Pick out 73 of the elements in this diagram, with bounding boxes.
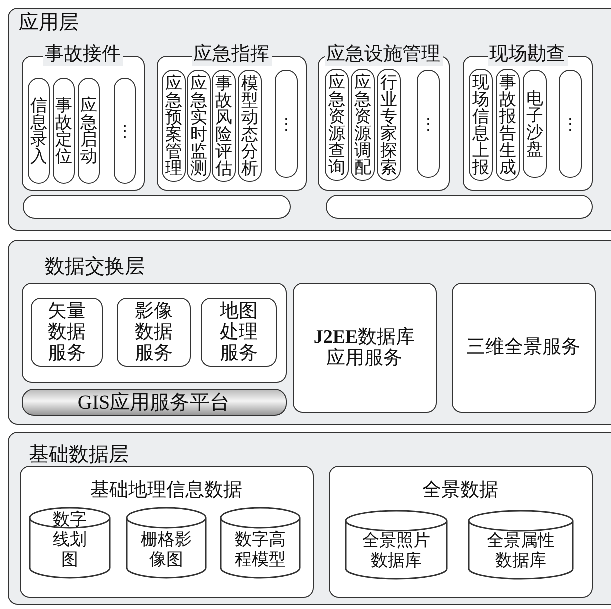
function-pill xyxy=(28,78,50,184)
platform-bar xyxy=(22,388,286,416)
node-label: 矢量数据服务 xyxy=(47,301,87,364)
service-box xyxy=(292,282,436,412)
node-label: 应急资源查询 xyxy=(328,74,346,176)
node-label: 现场信息上报 xyxy=(472,74,490,176)
node-label: 事故报告生成 xyxy=(499,74,517,176)
function-pill xyxy=(114,78,136,184)
layer-panel xyxy=(8,8,611,231)
node-label: 事故定位 xyxy=(55,97,73,165)
service-box xyxy=(31,298,103,367)
service-box xyxy=(117,298,191,367)
function-pill xyxy=(238,70,262,182)
module-heading: 应急指挥 xyxy=(192,44,272,66)
function-pill xyxy=(78,78,100,184)
function-pill xyxy=(162,70,186,182)
database-cylinder xyxy=(126,507,207,579)
function-pill xyxy=(559,70,582,178)
module-heading: 事故接件 xyxy=(43,44,123,66)
platform-bar xyxy=(326,194,592,218)
node-label: 全景属性数据库 xyxy=(486,531,556,571)
database-cylinder xyxy=(468,510,574,580)
node-label: 三维全景服务 xyxy=(466,337,582,358)
node-label: 事故风险评估 xyxy=(215,75,233,177)
database-cylinder xyxy=(29,507,111,579)
platform-bar xyxy=(22,194,290,218)
group-heading: 基础地理信息数据 xyxy=(90,478,244,502)
layer-title: 基础数据层 xyxy=(29,443,129,468)
node-label: ⋮ xyxy=(116,122,134,140)
node-label: ⋮ xyxy=(420,116,438,132)
layer-title: 数据交换层 xyxy=(45,255,145,280)
node-label: 应急资源调配 xyxy=(354,74,372,176)
node-label: 地图处理服务 xyxy=(219,301,259,364)
module-heading: 现场勘查 xyxy=(488,44,568,66)
function-pill xyxy=(53,78,75,184)
module-box xyxy=(20,466,314,598)
module-heading: 应急设施管理 xyxy=(324,44,442,66)
database-cylinder xyxy=(220,507,301,579)
function-pill xyxy=(377,69,401,181)
node-label: 应急预案管理 xyxy=(165,75,183,177)
function-pill xyxy=(275,70,298,178)
group-heading: 全景数据 xyxy=(422,478,500,502)
service-box xyxy=(452,282,596,412)
function-pill xyxy=(351,69,375,181)
node-label: 电子沙盘 xyxy=(526,90,544,158)
node-label: 模型动态分析 xyxy=(241,75,259,177)
function-pill xyxy=(417,70,440,178)
node-label: J2EE数据库应用服务 xyxy=(312,326,416,368)
node-label: 数字线划图 xyxy=(52,510,88,570)
node-label: ⋮ xyxy=(562,116,580,132)
node-label: 信息录入 xyxy=(30,97,48,165)
layer-title: 应用层 xyxy=(19,11,79,36)
function-pill xyxy=(523,70,547,178)
layer-panel xyxy=(8,240,611,425)
function-pill xyxy=(496,69,520,181)
node-label: 数字高程模型 xyxy=(234,530,287,570)
node-label: 行业专家探索 xyxy=(380,74,398,176)
node-label: GIS应用服务平台 xyxy=(78,390,230,416)
module-box xyxy=(328,466,592,598)
service-box xyxy=(201,298,277,367)
module-box xyxy=(22,282,286,382)
node-label: 全景照片数据库 xyxy=(362,531,432,571)
node-label: 影像数据服务 xyxy=(134,301,174,364)
function-pill xyxy=(212,70,236,182)
function-pill xyxy=(469,69,493,181)
database-cylinder xyxy=(345,510,448,580)
node-label: 应急启动 xyxy=(80,97,98,165)
function-pill xyxy=(325,69,349,181)
function-pill xyxy=(187,70,211,182)
layer-panel xyxy=(8,432,611,605)
node-label: 栅格影像图 xyxy=(140,530,193,570)
node-label: 应急实时监测 xyxy=(190,75,208,177)
node-label: ⋮ xyxy=(278,116,296,132)
